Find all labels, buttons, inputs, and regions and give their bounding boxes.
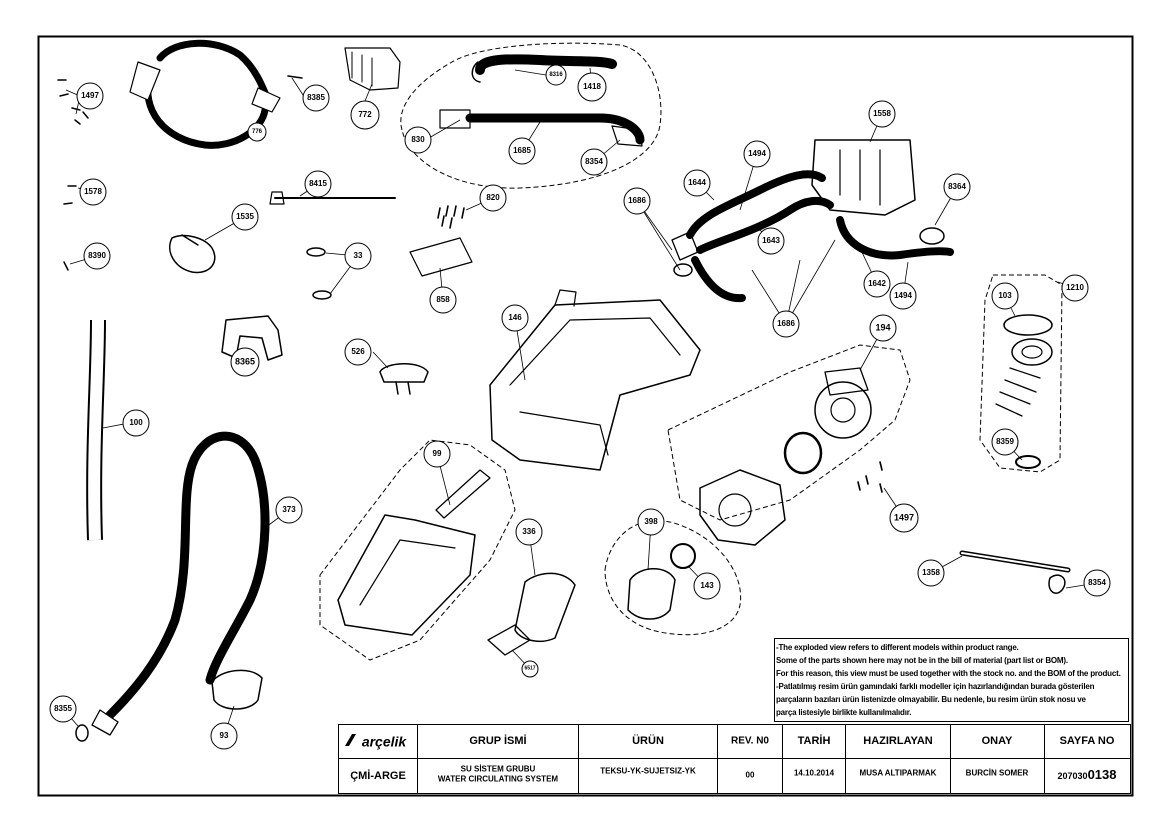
hose-1643 <box>696 196 834 254</box>
tarih-header: TARİH <box>797 734 831 747</box>
brand-logo-mark <box>345 734 356 746</box>
urun-header: ÜRÜN <box>632 734 664 747</box>
prepared-by: MUSA ALTIPARMAK <box>859 768 937 778</box>
onay-header: ONAY <box>981 734 1013 747</box>
approved-by: BURCİN SOMER <box>965 768 1029 778</box>
page-number: 2070300138 <box>1058 766 1117 784</box>
note-box <box>774 638 1129 722</box>
product-code: TEKSU-YK-SUJETSIZ-YK <box>600 766 696 776</box>
note-line-3: For this reason, this view must be used … <box>776 669 1121 678</box>
drawing-frame <box>37 35 1134 797</box>
page-prefix: 207030 <box>1057 771 1088 782</box>
callout-circles <box>49 64 1111 750</box>
hazirlayan-header: HAZIRLAYAN <box>863 734 933 747</box>
group-name-tr: SU SİSTEM GRUBU <box>460 764 536 774</box>
note-line-4: -Patlatılmış resim ürün gamındaki farklı… <box>776 682 1095 691</box>
note-line-2: Some of the parts shown here may not be … <box>776 656 1068 665</box>
sayfa-no-header: SAYFA NO <box>1059 734 1115 747</box>
note-line-1: -The exploded view refers to different m… <box>776 643 1019 652</box>
part-sketches <box>57 39 1071 742</box>
detergent-housing-146 <box>489 299 701 471</box>
page-suffix: 0138 <box>1087 767 1117 783</box>
rev-header: REV. N0 <box>731 735 769 747</box>
group-name-en: WATER CIRCULATING SYSTEM <box>437 774 559 784</box>
rev-value: 00 <box>745 770 755 780</box>
note-line-6: parça listesiyle birlikte kullanılmalıdı… <box>776 708 912 717</box>
hose-1644 <box>686 170 826 239</box>
note-line-5: parçaların bazıları ürün listenizde olma… <box>776 695 1086 704</box>
title-block-grid <box>338 724 1131 794</box>
brand-logo: arçelik <box>361 733 407 750</box>
company-code: ÇMİ-ARGE <box>350 769 406 782</box>
leader-lines <box>62 67 1098 737</box>
date-value: 14.10.2014 <box>793 768 835 778</box>
dashed-group-outlines <box>319 42 1063 661</box>
grup-ismi-header: GRUP İSMİ <box>469 734 527 747</box>
drain-hose-373 <box>105 431 270 720</box>
